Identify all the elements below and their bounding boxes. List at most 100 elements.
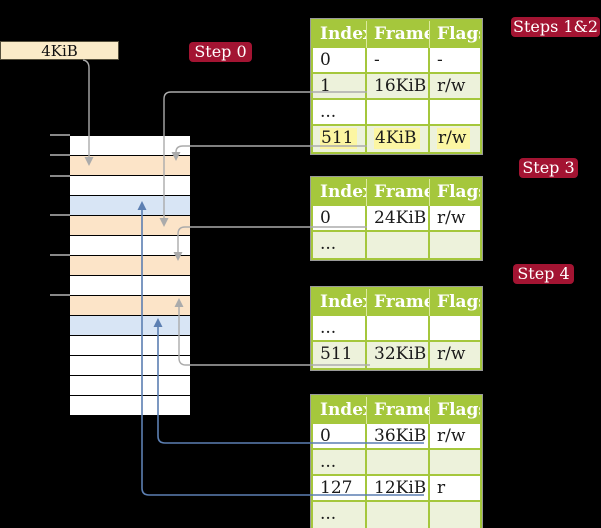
table-cell: - — [367, 48, 430, 74]
physical-memory-column — [70, 135, 190, 416]
page-table-2: IndexFrameFlags024KiBr/w... — [311, 177, 482, 260]
memory-cell — [70, 216, 190, 236]
highlighted-value: 511 — [320, 128, 358, 149]
memory-cell — [70, 396, 190, 416]
table-row: ... — [313, 502, 480, 528]
table-cell — [430, 100, 480, 126]
table-header-cell: Frame — [367, 397, 430, 424]
table-cell: r/w — [430, 342, 480, 368]
memory-cell — [70, 136, 190, 156]
table-cell — [367, 100, 430, 126]
table-cell: ... — [313, 316, 367, 342]
badge-step-0: Step 0 — [189, 42, 252, 62]
table-header-row: IndexFrameFlags — [313, 179, 480, 206]
table-row: ... — [313, 316, 480, 342]
table-cell: r/w — [430, 206, 480, 232]
table-cell: 511 — [313, 342, 367, 368]
table-cell: r/w — [430, 126, 480, 152]
memory-cell — [70, 376, 190, 396]
table-cell: 12KiB — [367, 476, 430, 502]
memory-tick — [50, 175, 70, 177]
table-row: ... — [313, 450, 480, 476]
table-cell: 127 — [313, 476, 367, 502]
memory-cell — [70, 256, 190, 276]
table-cell: r/w — [430, 424, 480, 450]
table-cell: 0 — [313, 424, 367, 450]
page-table-4: IndexFrameFlags036KiBr/w...12712KiBr... — [311, 395, 482, 528]
table-header-cell: Index — [313, 289, 367, 316]
frame-size-label: 4KiB — [0, 41, 119, 60]
table-header-cell: Index — [313, 397, 367, 424]
memory-tick — [50, 214, 70, 216]
memory-cell — [70, 336, 190, 356]
table-row: 0-- — [313, 48, 480, 74]
table-cell — [430, 316, 480, 342]
memory-cell — [70, 356, 190, 376]
memory-cell — [70, 196, 190, 216]
table-cell: ... — [313, 450, 367, 476]
table-header-row: IndexFrameFlags — [313, 289, 480, 316]
table-header-cell: Frame — [367, 179, 430, 206]
highlighted-value: r/w — [437, 128, 471, 149]
memory-tick — [50, 254, 70, 256]
table-cell: 0 — [313, 206, 367, 232]
table-header-cell: Frame — [367, 21, 430, 48]
memory-cell — [70, 316, 190, 336]
table-row: ... — [313, 100, 480, 126]
table-cell: r — [430, 476, 480, 502]
table-cell — [367, 502, 430, 528]
memory-cell — [70, 296, 190, 316]
table-cell — [430, 232, 480, 258]
badge-steps-1-2-text: Steps 1&2 — [513, 17, 598, 36]
table-cell — [367, 232, 430, 258]
table-header-row: IndexFrameFlags — [313, 21, 480, 48]
table-cell: 511 — [313, 126, 367, 152]
table-cell: ... — [313, 502, 367, 528]
memory-tick — [50, 294, 70, 296]
badge-step-4-text: Step 4 — [517, 264, 570, 283]
table-cell: 16KiB — [367, 74, 430, 100]
table-cell: 0 — [313, 48, 367, 74]
table-cell: ... — [313, 232, 367, 258]
memory-cell — [70, 176, 190, 196]
badge-step-4: Step 4 — [513, 264, 574, 284]
highlighted-value: 4KiB — [374, 128, 421, 149]
table-header-cell: Flags — [430, 21, 480, 48]
table-header-row: IndexFrameFlags — [313, 397, 480, 424]
memory-tick — [50, 134, 70, 136]
badge-step-3: Step 3 — [519, 158, 578, 178]
memory-cell — [70, 276, 190, 296]
memory-tick — [50, 154, 70, 156]
table-row: ... — [313, 232, 480, 258]
table-cell: 32KiB — [367, 342, 430, 368]
memory-cell — [70, 156, 190, 176]
table-cell: 4KiB — [367, 126, 430, 152]
table-cell — [367, 450, 430, 476]
table-header-cell: Flags — [430, 289, 480, 316]
table-header-cell: Frame — [367, 289, 430, 316]
table-cell — [367, 316, 430, 342]
table-cell: - — [430, 48, 480, 74]
table-cell: 1 — [313, 74, 367, 100]
table-cell: ... — [313, 100, 367, 126]
table-row: 511 4KiB r/w — [313, 126, 480, 152]
table-header-cell: Flags — [430, 179, 480, 206]
table-cell: 24KiB — [367, 206, 430, 232]
badge-step-0-text: Step 0 — [194, 42, 247, 61]
memory-cell — [70, 236, 190, 256]
table-header-cell: Flags — [430, 397, 480, 424]
frame-size-text: 4KiB — [41, 41, 78, 60]
badge-step-3-text: Step 3 — [522, 158, 575, 177]
table-header-cell: Index — [313, 21, 367, 48]
table-header-cell: Index — [313, 179, 367, 206]
badge-steps-1-2: Steps 1&2 — [511, 17, 600, 37]
table-cell — [430, 450, 480, 476]
